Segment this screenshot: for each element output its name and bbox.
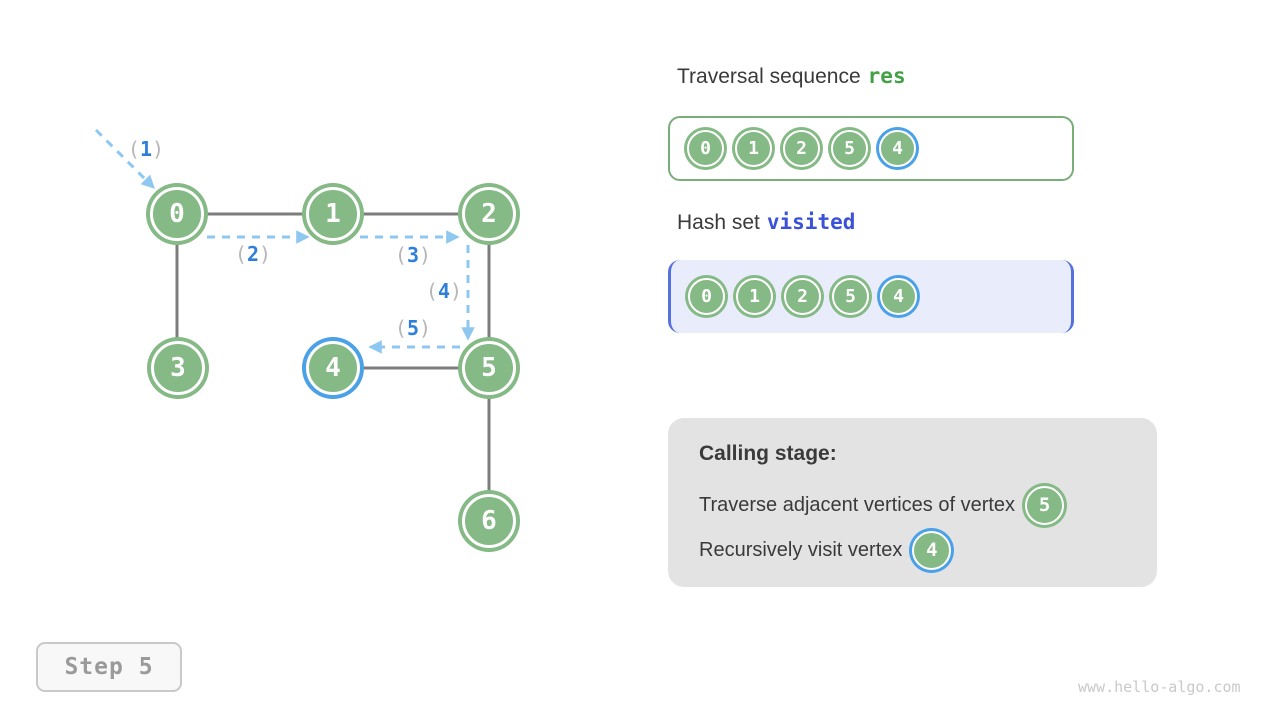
graph-node-5: 5 [462,341,516,395]
traversal-arrows [94,128,475,354]
calling-line-1-text: Traverse adjacent vertices of vertex [699,493,1016,516]
res-item-1: 1 [735,130,772,167]
paren-close: ) [152,137,165,161]
graph-node-2: 2 [462,187,516,241]
traversal-sequence-box: 0 1 2 5 4 [668,116,1074,181]
graph-node-6: 6 [462,494,516,548]
hash-set-title-text: Hash set [677,211,760,234]
res-item-0: 0 [687,130,724,167]
res-item-4-highlighted: 4 [879,130,916,167]
arrow-number: 2 [246,242,260,266]
graph-edges-arrows [94,128,491,521]
paren-open: ( [394,316,407,340]
arrow-label-2: (2) [235,242,271,266]
visited-item-3: 5 [832,278,869,315]
arrow-label-1: (1) [128,137,164,161]
calling-stage-line-1: Traverse adjacent vertices of vertex 5 [699,482,1065,528]
paren-close: ) [419,243,432,267]
arrow-label-5: (5) [395,316,431,340]
hash-set-box: 0 1 2 5 4 [668,260,1074,333]
traversal-sequence-title: Traversal sequence res [677,64,906,89]
graph-node-0: 0 [150,187,204,241]
res-code-label: res [867,64,906,88]
calling-line-2-vertex-highlighted: 4 [912,530,952,570]
arrow-number: 5 [406,316,420,340]
calling-stage-heading: Calling stage: [699,442,837,465]
paren-open: ( [234,242,247,266]
arrow-step-1 [94,128,155,189]
hash-set-title: Hash set visited [677,210,855,235]
res-item-3: 5 [831,130,868,167]
paren-close: ) [450,279,463,303]
graph-node-1: 1 [306,187,360,241]
visited-item-2: 2 [784,278,821,315]
visited-item-1: 1 [736,278,773,315]
step-badge: Step 5 [36,642,182,692]
arrow-label-3: (3) [395,243,431,267]
arrow-number: 1 [139,137,153,161]
res-item-2: 2 [783,130,820,167]
arrow-number: 3 [406,243,420,267]
paren-open: ( [425,279,438,303]
watermark: www.hello-algo.com [1078,678,1241,696]
calling-stage-line-2: Recursively visit vertex 4 [699,527,952,573]
visited-item-4-highlighted: 4 [880,278,917,315]
traversal-title-text: Traversal sequence [677,65,861,88]
paren-open: ( [394,243,407,267]
calling-line-1-vertex: 5 [1025,485,1065,525]
visited-code-label: visited [766,210,856,234]
arrow-label-4: (4) [426,279,462,303]
paren-close: ) [419,316,432,340]
graph-node-3: 3 [151,341,205,395]
calling-stage-panel: Calling stage: Traverse adjacent vertice… [668,418,1157,587]
paren-close: ) [259,242,272,266]
visited-item-0: 0 [688,278,725,315]
arrow-number: 4 [437,279,451,303]
graph-node-4: 4 [306,341,360,395]
calling-line-2-text: Recursively visit vertex [699,538,903,561]
paren-open: ( [127,137,140,161]
